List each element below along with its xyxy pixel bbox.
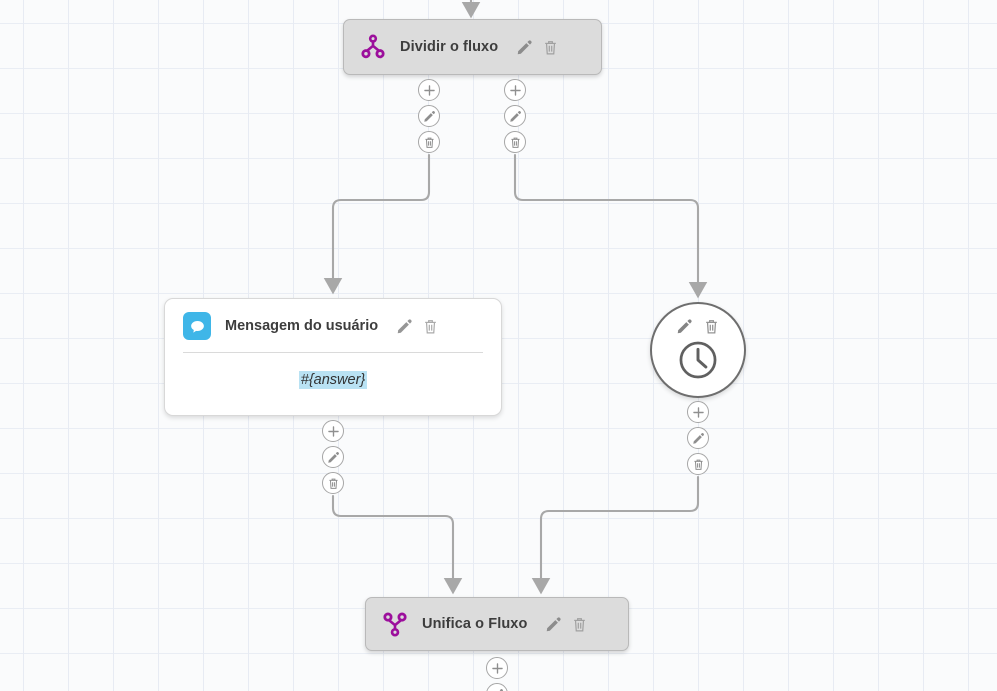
pencil-icon[interactable] [396, 318, 413, 335]
trash-icon [424, 137, 434, 148]
node-split-title: Dividir o fluxo [400, 39, 499, 55]
trash-icon[interactable] [571, 616, 588, 633]
pencil-icon [692, 432, 704, 444]
port-edit-button[interactable] [322, 446, 344, 468]
merge-flow-icon [383, 612, 407, 637]
port-add-button[interactable] [486, 657, 508, 679]
node-user-message-title: Mensagem do usuário [225, 318, 379, 334]
edge-message-to-merge [331, 494, 463, 595]
port-delete-button[interactable] [418, 131, 440, 153]
message-token-text: #{answer} [298, 371, 368, 389]
trash-icon [328, 478, 338, 489]
port-edit-button[interactable] [486, 683, 508, 691]
port-delete-button[interactable] [504, 131, 526, 153]
node-split-flow[interactable]: Dividir o fluxo [343, 19, 602, 75]
node-delay[interactable] [650, 302, 746, 398]
trash-icon [693, 459, 703, 470]
plus-icon [692, 406, 704, 418]
port-add-button[interactable] [687, 401, 709, 423]
port-add-button[interactable] [322, 420, 344, 442]
edge-split-to-message [323, 153, 431, 295]
node-user-message-divider [183, 352, 483, 353]
chat-bubble-icon [183, 312, 211, 340]
trash-icon[interactable] [703, 318, 720, 335]
port-edit-button[interactable] [418, 105, 440, 127]
port-edit-button[interactable] [687, 427, 709, 449]
plus-icon [491, 662, 503, 674]
port-delete-button[interactable] [322, 472, 344, 494]
port-stack-delay[interactable] [687, 401, 709, 475]
node-merge-flow[interactable]: Unifica o Fluxo [365, 597, 629, 651]
port-add-button[interactable] [418, 79, 440, 101]
pencil-icon [498, 688, 503, 691]
pencil-icon[interactable] [545, 616, 562, 633]
trash-icon[interactable] [422, 318, 439, 335]
node-user-message-header: Mensagem do usuário [165, 299, 501, 340]
clock-icon [679, 341, 717, 379]
node-merge-actions [545, 616, 588, 633]
node-split-actions [516, 39, 559, 56]
edge-split-to-delay [513, 153, 708, 299]
trash-icon[interactable] [542, 39, 559, 56]
trash-icon [510, 137, 520, 148]
port-stack-message[interactable] [322, 420, 344, 494]
node-user-message-body: #{answer} [165, 353, 501, 415]
node-merge-title: Unifica o Fluxo [422, 616, 528, 632]
edge-delay-to-merge [531, 475, 700, 595]
node-user-message[interactable]: Mensagem do usuário #{answer} [164, 298, 502, 416]
pencil-icon [423, 110, 435, 122]
pencil-icon[interactable] [516, 39, 533, 56]
node-delay-actions [676, 318, 720, 335]
port-stack-split-right[interactable] [504, 79, 526, 153]
plus-icon [509, 84, 521, 96]
port-edit-button[interactable] [504, 105, 526, 127]
pencil-icon [327, 451, 339, 463]
port-add-button[interactable] [504, 79, 526, 101]
port-delete-button[interactable] [687, 453, 709, 475]
plus-icon [327, 425, 339, 437]
pencil-icon[interactable] [676, 318, 693, 335]
split-flow-icon [361, 34, 385, 59]
port-stack-merge[interactable] [486, 657, 508, 691]
port-stack-split-left[interactable] [418, 79, 440, 153]
node-user-message-actions [396, 318, 439, 335]
plus-icon [423, 84, 435, 96]
pencil-icon [509, 110, 521, 122]
